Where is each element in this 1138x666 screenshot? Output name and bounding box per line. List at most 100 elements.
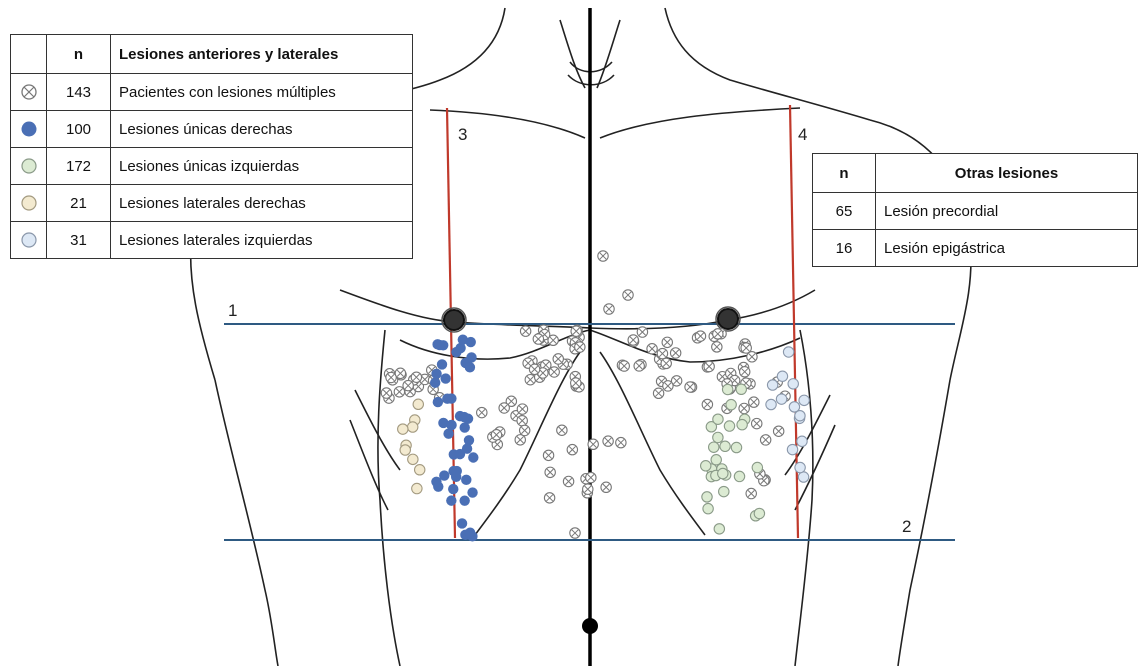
- multiple-lesion-marker: [628, 335, 638, 345]
- lateral-left-lesion-marker: [797, 436, 807, 446]
- multiple-lesion-marker: [545, 467, 555, 477]
- other-row: 16 Lesión epigástrica: [813, 230, 1138, 267]
- multiple-lesion-marker: [529, 364, 539, 374]
- single-right-lesion-marker: [465, 362, 475, 372]
- multiple-lesion-marker: [588, 439, 598, 449]
- single-left-lesion-marker: [702, 492, 712, 502]
- multiple-lesion-marker: [520, 326, 530, 336]
- single-left-lesion-marker: [726, 399, 736, 409]
- lateral-left-lesion-marker: [798, 472, 808, 482]
- single-right-lesion-marker: [465, 527, 475, 537]
- single-right-lesion-marker: [466, 337, 476, 347]
- single-right-lesion-marker: [452, 466, 462, 476]
- multiple-lesion-marker: [604, 304, 614, 314]
- multiple-lesion-marker: [663, 381, 673, 391]
- multiple-lesion-marker: [583, 484, 593, 494]
- multiple-lesion-marker: [704, 361, 714, 371]
- multiple-lesion-marker: [670, 348, 680, 358]
- multiple-lesion-marker: [601, 482, 611, 492]
- multiple-lesion-marker: [637, 327, 647, 337]
- lateral-left-lesion-marker: [787, 444, 797, 454]
- multiple-lesion-marker: [570, 528, 580, 538]
- single-right-lesion-marker: [461, 475, 471, 485]
- multiple-lesion-marker: [662, 337, 672, 347]
- multiple-lesion-marker: [575, 342, 585, 352]
- multiple-lesion-marker: [695, 331, 705, 341]
- single-left-lesion-marker: [713, 414, 723, 424]
- single-left-lesion-marker: [713, 432, 723, 442]
- multiple-lesion-marker: [623, 290, 633, 300]
- lateral-left-lesion-marker: [776, 394, 786, 404]
- lateral-left-lesion-marker: [783, 347, 793, 357]
- single-left-lesion-marker: [720, 441, 730, 451]
- legend-n: 172: [47, 148, 111, 185]
- multiple-lesion-marker: [713, 329, 723, 339]
- multiple-lesion-marker: [760, 435, 770, 445]
- single-left-lesion-marker: [703, 503, 713, 513]
- single-left-lesion-marker: [709, 442, 719, 452]
- legend-row: 143 Pacientes con lesiones múltiples: [11, 74, 413, 111]
- vertical-line-4: [790, 105, 798, 538]
- other-n: 16: [813, 230, 876, 267]
- legend-header-symbol: [11, 35, 47, 74]
- multiple-lesion-marker: [563, 476, 573, 486]
- multiple-lesion-marker: [598, 251, 608, 261]
- other-label: Lesión epigástrica: [876, 230, 1138, 267]
- line-label-1: 1: [228, 301, 237, 320]
- left-arm-outer: [215, 380, 278, 666]
- single-left-lesion-marker: [752, 462, 762, 472]
- neck-muscle-left: [560, 20, 585, 88]
- single-right-lesion-marker: [467, 487, 477, 497]
- multiple-lesion-marker: [586, 472, 596, 482]
- other-label: Lesión precordial: [876, 193, 1138, 230]
- other-header-row: n Otras lesiones: [813, 154, 1138, 193]
- legend-label: Lesiones únicas derechas: [111, 111, 413, 148]
- other-header-n: n: [813, 154, 876, 193]
- multiple-lesion-marker: [647, 344, 657, 354]
- line-label-2: 2: [902, 517, 911, 536]
- multiple-lesion-marker: [567, 444, 577, 454]
- right-nipple: [718, 309, 738, 329]
- multiple-lesion-marker: [571, 378, 581, 388]
- multiple-lesion-marker: [411, 372, 421, 382]
- legend-header-row: n Lesiones anteriores y laterales: [11, 35, 413, 74]
- single-right-lesion-marker: [446, 495, 456, 505]
- single-left-lesion-marker: [718, 468, 728, 478]
- multiple-lesion-marker: [685, 382, 695, 392]
- multiple-lesion-marker: [517, 404, 527, 414]
- lateral-left-lesion-marker: [799, 395, 809, 405]
- multiple-lesion-marker: [517, 416, 527, 426]
- lateral-right-lesion-marker: [398, 424, 408, 434]
- legend-label: Pacientes con lesiones múltiples: [111, 74, 413, 111]
- flank-left-2: [350, 420, 388, 510]
- lateral-right-lesion-marker: [413, 399, 423, 409]
- single-right-lesion-marker: [435, 340, 445, 350]
- multiple-lesion-marker: [553, 354, 563, 364]
- multiple-lesion-marker: [515, 435, 525, 445]
- lateral-left-lesion-marker: [767, 380, 777, 390]
- multiple-lesion-marker: [403, 380, 413, 390]
- clavicle-left: [430, 110, 585, 138]
- multiple-lesion-marker: [702, 399, 712, 409]
- multiple-lesion-marker: [557, 425, 567, 435]
- line-label-4: 4: [798, 125, 807, 144]
- other-lesions-table: n Otras lesiones 65 Lesión precordial 16…: [812, 153, 1138, 267]
- single-right-lesion-marker: [440, 373, 450, 383]
- lateral-right-lesion-marker: [408, 454, 418, 464]
- lateral-right-lesion-marker: [415, 465, 425, 475]
- multiple-lesion-marker: [381, 388, 391, 398]
- single-right-lesion-marker: [466, 352, 476, 362]
- single-left-lesion-marker: [737, 419, 747, 429]
- single-right-lesion-marker: [437, 359, 447, 369]
- multiple-lesion-marker: [491, 430, 501, 440]
- multiple-lesion-marker: [773, 426, 783, 436]
- lateral-right-lesion-marker: [412, 483, 422, 493]
- single-right-lesion-marker: [462, 443, 472, 453]
- single-right-lesion-marker: [459, 495, 469, 505]
- single-left-lesion-marker: [724, 421, 734, 431]
- neck-muscle-right: [597, 20, 620, 88]
- single-left-lesion-marker: [711, 455, 721, 465]
- multiple-lesion-marker: [519, 425, 529, 435]
- single-right-lesion-icon: [20, 120, 38, 138]
- legend-label: Lesiones laterales derechas: [111, 185, 413, 222]
